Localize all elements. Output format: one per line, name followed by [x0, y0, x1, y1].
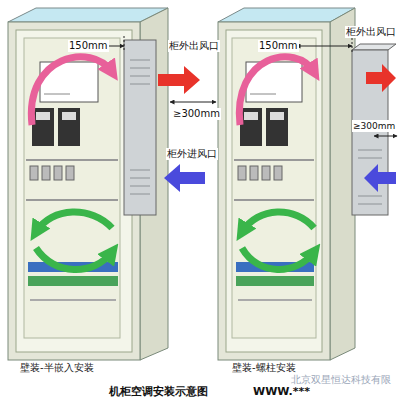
dimension-label: 150mm [258, 40, 299, 52]
outlet-arrow [366, 64, 396, 92]
figure-caption: 机柜空调安装示意图 [108, 386, 209, 398]
dimension-lines [100, 36, 397, 136]
clearance-label: ≥300mm [172, 108, 221, 120]
dimension-label: 150mm [68, 40, 109, 52]
cabinet: 壁装-螺柱安装 [218, 8, 356, 360]
right-cabinet [218, 8, 396, 360]
inlet-arrow [364, 164, 396, 192]
inlet-label: 柜外进风口 [166, 148, 218, 160]
inlet-arrow [164, 164, 205, 192]
outlet-label: 柜外出风口 [168, 40, 220, 52]
left-cabinet [8, 8, 168, 360]
cabinet: 壁装-半嵌入安装 [8, 8, 168, 360]
clearance-label: ≥300mm [352, 120, 396, 132]
outlet-label: 柜外出风口 [345, 26, 397, 38]
watermark: 北京双星恒达科技有限 [290, 374, 392, 386]
outlet-arrow [158, 66, 200, 94]
install-caption: 壁装-半嵌入安装 [20, 362, 94, 374]
install-caption: 壁装-螺柱安装 [232, 362, 296, 374]
website-label: WWW.*** [252, 386, 311, 398]
